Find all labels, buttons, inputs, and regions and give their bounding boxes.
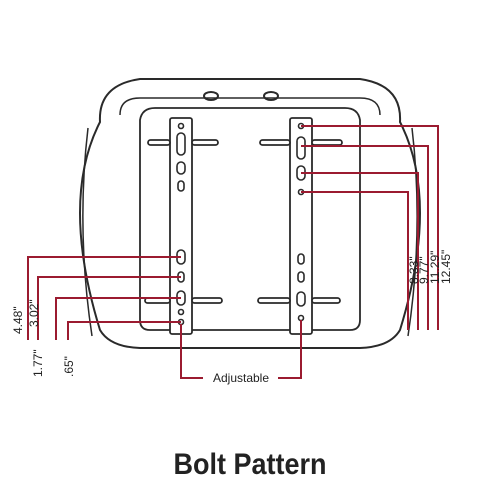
adjustable-label: Adjustable bbox=[213, 371, 269, 385]
diagram-title: Bolt Pattern bbox=[173, 448, 327, 481]
adjustable-bracket bbox=[180, 320, 302, 379]
dim-label-4-48: 4.48" bbox=[11, 306, 25, 334]
dim-label-11-29: 11.29" bbox=[428, 251, 442, 284]
dim-label-65: .65" bbox=[62, 356, 76, 377]
right-dimension-labels: 8.33" 9.77" 11.29" 12.45" bbox=[407, 250, 453, 284]
cross-slots bbox=[144, 139, 343, 304]
bolt-pattern-diagram: 8.33" 9.77" 11.29" 12.45" 4.48" 3.02" 1.… bbox=[11, 78, 453, 385]
dim-label-3-02: 3.02" bbox=[27, 299, 41, 327]
seat-outline bbox=[79, 78, 421, 349]
dim-label-8-33: 8.33" bbox=[407, 256, 421, 284]
seat-pan bbox=[139, 107, 361, 331]
dim-label-9-77: 9.77" bbox=[417, 256, 431, 284]
right-dimension-lines bbox=[301, 125, 439, 330]
dim-label-1-77: 1.77" bbox=[31, 349, 45, 377]
seat-mount-bumps bbox=[203, 91, 279, 101]
left-dimension-lines bbox=[27, 256, 181, 340]
left-dimension-labels: 4.48" 3.02" 1.77" .65" bbox=[11, 299, 76, 377]
dim-label-12-45: 12.45" bbox=[439, 250, 453, 284]
